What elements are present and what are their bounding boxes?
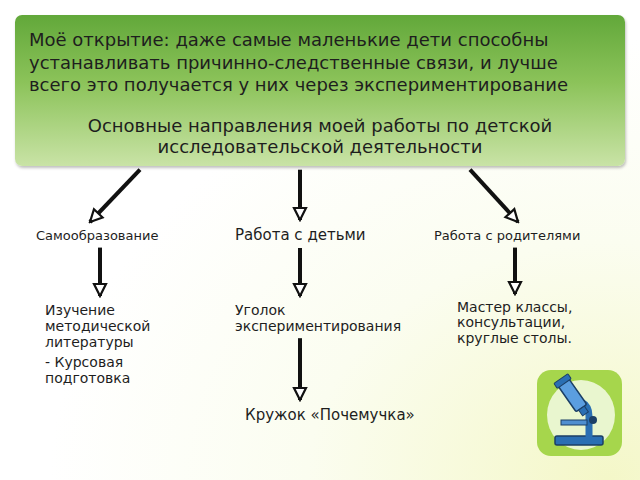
text-node: Изучение методической литературы - Курсов…: [45, 302, 155, 386]
branch-heading: Самообразование: [36, 228, 163, 244]
text-node: Кружок «Почемучка»: [245, 406, 419, 426]
club-text: Кружок «Почемучка»: [245, 406, 419, 426]
branch-heading: Работа с детьми: [235, 226, 370, 244]
flow-arrow: [98, 248, 102, 296]
activity-text: Уголок экспериментирования: [235, 302, 406, 334]
text-node: Уголок экспериментирования: [235, 302, 406, 334]
branch-heading: Работа с родителями: [434, 228, 585, 244]
text-node: Работа с детьми: [235, 226, 370, 244]
text-node: Мастер классы, консультации, круглые сто…: [457, 300, 577, 346]
flow-arrow: [90, 170, 140, 222]
flow-arrow: [298, 248, 302, 296]
activity-text: Мастер классы, консультации, круглые сто…: [457, 300, 577, 346]
text-node: Работа с родителями: [434, 228, 585, 244]
activity-text: - Курсовая подготовка: [45, 354, 155, 386]
microscope-symbol: [537, 370, 622, 456]
directions-heading: Основные направления моей работы по детс…: [29, 115, 611, 158]
header-panel: Моё открытие: даже самые маленькие дети …: [15, 15, 625, 166]
text-node: Самообразование: [36, 228, 163, 244]
activity-text: Изучение методической литературы: [45, 302, 155, 350]
flow-arrow: [298, 338, 302, 400]
discovery-text: Моё открытие: даже самые маленькие дети …: [29, 29, 611, 97]
flow-arrow: [470, 170, 518, 222]
flow-arrow: [298, 170, 302, 220]
flow-arrow: [513, 248, 517, 294]
